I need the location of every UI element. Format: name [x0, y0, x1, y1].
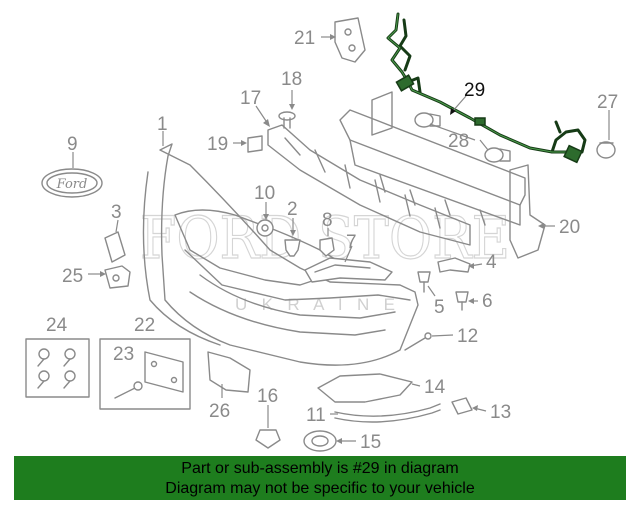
callout-28: 28 — [448, 131, 469, 152]
bumper-reinforcement[interactable] — [339, 91, 546, 259]
bumper-cover[interactable] — [142, 143, 419, 366]
grommet-15[interactable] — [303, 430, 337, 452]
callout-21: 21 — [294, 28, 315, 49]
callout-14: 14 — [424, 377, 446, 398]
callout-25: 25 — [62, 266, 83, 287]
callout-12: 12 — [457, 326, 478, 347]
callout-7: 7 — [346, 232, 357, 253]
callout-17: 17 — [240, 88, 261, 109]
leader-lines — [72, 34, 610, 444]
wiring-harness-29[interactable] — [386, 12, 587, 164]
callout-11: 11 — [306, 405, 326, 426]
upper-grille[interactable] — [267, 124, 471, 246]
nut-16[interactable] — [255, 429, 281, 449]
callout-22: 22 — [134, 315, 155, 336]
callout-18: 18 — [281, 69, 302, 90]
sensor-28-lower[interactable] — [484, 147, 511, 163]
callout-13: 13 — [490, 402, 511, 423]
callout-24: 24 — [46, 315, 68, 336]
license-bracket-box-22[interactable] — [99, 338, 191, 410]
callout-1: 1 — [157, 114, 168, 135]
info-banner: Part or sub-assembly is #29 in diagram D… — [14, 456, 626, 500]
sensor-27[interactable] — [596, 141, 616, 159]
push-pin-18[interactable] — [278, 111, 296, 129]
callout-2: 2 — [287, 199, 298, 220]
banner-line-1: Part or sub-assembly is #29 in diagram — [181, 460, 459, 477]
callout-6: 6 — [482, 291, 493, 312]
bracket-3[interactable] — [104, 231, 126, 263]
parts-diagram: FORD STORE U K R A I N E Ford — [25, 12, 618, 453]
fastener-2[interactable] — [284, 239, 301, 257]
callout-29: 29 — [464, 80, 485, 101]
bracket-4[interactable] — [437, 257, 471, 273]
callout-27: 27 — [597, 92, 618, 113]
sensor-28-upper[interactable] — [414, 112, 441, 128]
callout-10: 10 — [254, 183, 275, 204]
clip-19[interactable] — [247, 135, 263, 153]
callout-5: 5 — [434, 297, 445, 318]
bolt-5[interactable] — [417, 271, 431, 293]
callout-labels: 21 18 17 19 1 9 10 2 8 7 3 25 4 5 6 12 1… — [46, 28, 618, 453]
callout-23: 23 — [113, 344, 134, 365]
screw-23[interactable] — [114, 381, 143, 399]
lower-deflector-14[interactable] — [317, 373, 413, 403]
nut-10[interactable] — [256, 219, 274, 237]
fastener-8[interactable] — [319, 237, 335, 257]
callout-4: 4 — [486, 252, 497, 273]
callout-15: 15 — [360, 432, 381, 453]
callout-26: 26 — [209, 401, 230, 422]
bolt-6[interactable] — [455, 291, 469, 311]
callout-16: 16 — [257, 386, 278, 407]
screws-box-24[interactable] — [25, 338, 90, 398]
lamp-trim-7[interactable] — [304, 257, 393, 283]
bracket-26[interactable] — [207, 351, 251, 393]
callout-9: 9 — [67, 134, 78, 155]
callout-19: 19 — [207, 134, 228, 155]
callout-3: 3 — [111, 202, 122, 223]
sensor-bracket-25[interactable] — [104, 265, 131, 289]
emblem-logo-text: Ford — [56, 177, 88, 192]
rivet-12[interactable] — [404, 332, 432, 351]
callout-20: 20 — [559, 217, 580, 238]
banner-line-2: Diagram may not be specific to your vehi… — [165, 480, 475, 497]
clip-13[interactable] — [451, 397, 473, 415]
molding-strip-11[interactable] — [334, 403, 441, 423]
bracket-21[interactable] — [334, 17, 366, 63]
callout-8: 8 — [322, 210, 333, 231]
ford-emblem[interactable]: Ford — [41, 168, 103, 198]
